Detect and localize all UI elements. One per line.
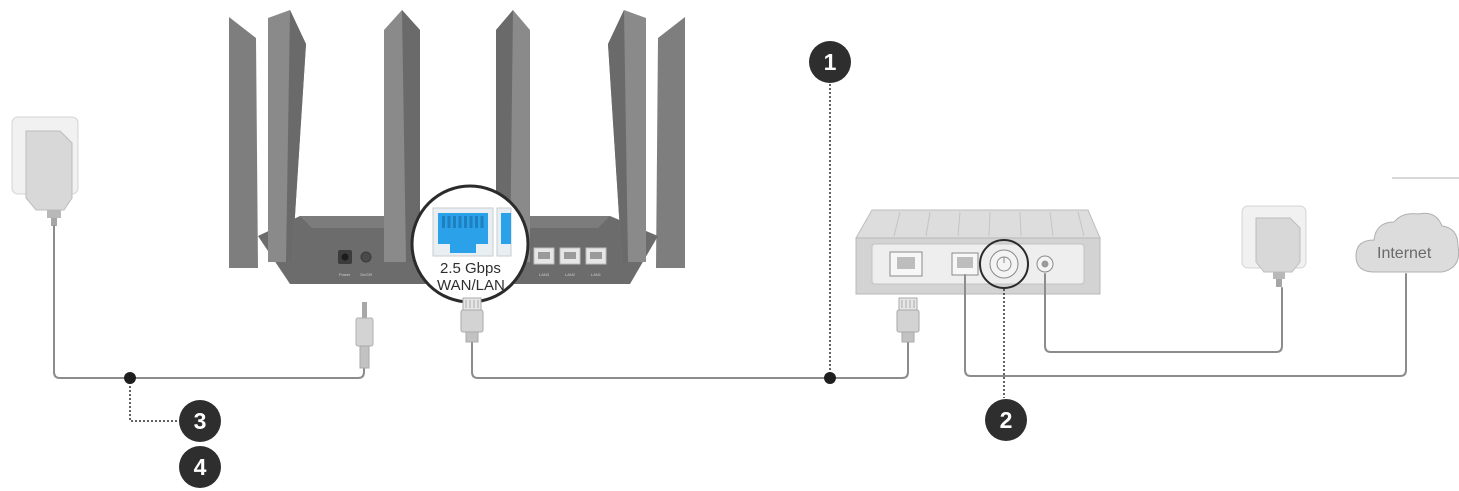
modem-power-cable	[1044, 273, 1283, 353]
step-3-anchor	[124, 372, 136, 384]
router-ethernet-plug	[460, 297, 484, 343]
onoff-label: On/Off	[360, 272, 373, 277]
modem-ethernet-plug	[896, 297, 920, 343]
router-power-cable	[53, 225, 365, 379]
svg-text:3: 3	[194, 408, 207, 434]
adapter-body	[25, 130, 73, 211]
lan1-label: LAN1	[591, 272, 602, 277]
cables	[53, 225, 1407, 379]
router-antenna	[608, 10, 628, 262]
step-badge-3: 3	[179, 400, 221, 442]
onoff-button	[360, 251, 372, 263]
router-antenna	[229, 17, 258, 268]
power-label: Power	[339, 272, 351, 277]
router-antenna	[286, 10, 306, 262]
internet-line-cable	[964, 273, 1407, 377]
step-1-anchor	[824, 372, 836, 384]
leader-lines	[129, 84, 1005, 422]
router: Power On/Off LAN3 LAN2 LAN1	[229, 10, 685, 304]
port-speed-label: 2.5 Gbps	[440, 260, 501, 277]
ethernet-cable	[471, 341, 909, 379]
svg-text:2: 2	[1000, 407, 1013, 433]
router-power-plug	[355, 302, 374, 369]
wan-port-callout: 2.5 Gbps WAN/LAN	[410, 184, 530, 304]
power-jack-hole	[341, 253, 349, 261]
router-antenna	[656, 17, 685, 268]
lan3-label: LAN3	[539, 272, 550, 277]
lan-port	[585, 247, 607, 265]
modem-power-adapter	[1241, 205, 1307, 287]
adapter-body	[1255, 217, 1301, 273]
lan-port	[559, 247, 581, 265]
leader-line-step-3	[129, 382, 180, 422]
router-antenna	[402, 10, 420, 262]
step-badge-2: 2	[985, 399, 1027, 441]
step-badge-1: 1	[809, 41, 851, 83]
modem-power-button-highlight	[979, 239, 1029, 289]
modem-top	[855, 209, 1101, 239]
router-power-adapter	[11, 116, 79, 226]
internet-cloud: Internet	[1355, 212, 1459, 273]
svg-text:4: 4	[194, 454, 207, 480]
step-badge-4: 4	[179, 446, 221, 488]
internet-label: Internet	[1377, 245, 1432, 262]
modem	[855, 209, 1101, 295]
svg-text:1: 1	[824, 49, 837, 75]
modem-power-button	[989, 249, 1019, 279]
port-name-label: WAN/LAN	[437, 277, 505, 294]
lan-port	[533, 247, 555, 265]
lan2-label: LAN2	[565, 272, 576, 277]
